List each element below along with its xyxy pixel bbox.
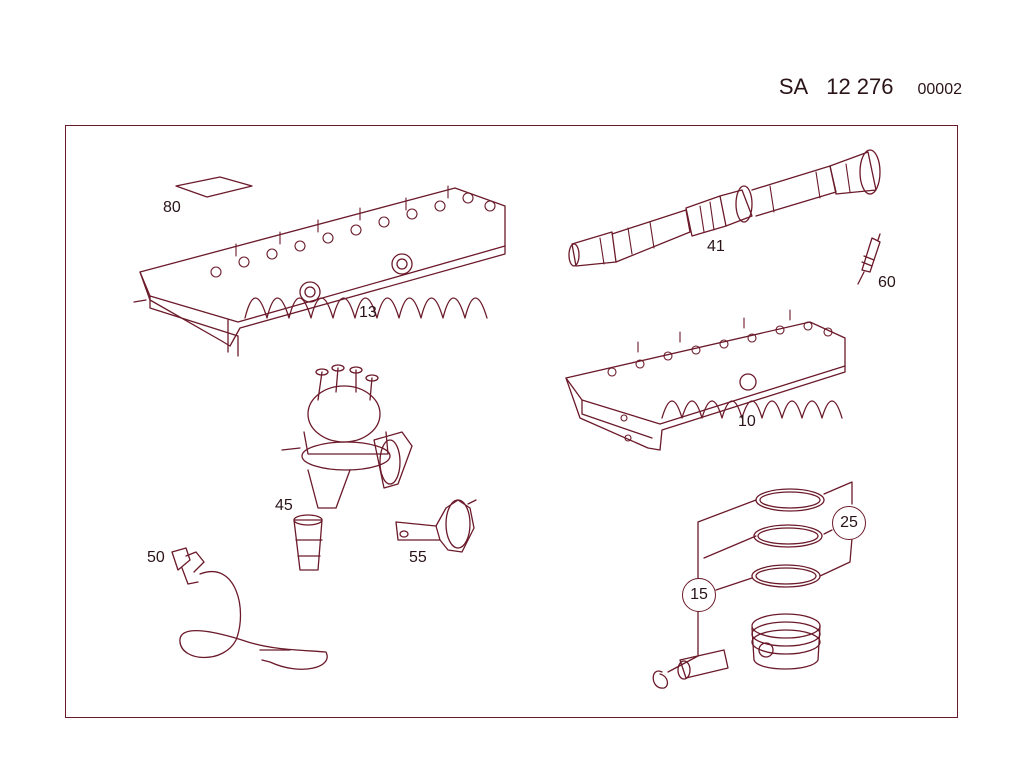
piston-group-drawing [652, 481, 853, 689]
label-part-45: 45 [275, 497, 293, 514]
label-part-10: 10 [738, 413, 756, 430]
sheet-number: 12 276 [826, 74, 894, 99]
part-41-camshaft-drawing [568, 149, 881, 267]
diagram-frame [65, 125, 958, 718]
sheet-prefix: SA [778, 74, 809, 99]
part-60-spark-plug-drawing [857, 233, 881, 285]
callout-part-15: 15 [682, 578, 716, 612]
label-part-80: 80 [163, 199, 181, 216]
label-part-55: 55 [409, 549, 427, 566]
drawing-header: SA 12 276 00002 [779, 74, 962, 100]
part-55-vacuum-unit-drawing [395, 499, 477, 553]
label-part-50: 50 [147, 549, 165, 566]
callout-15-text: 15 [690, 586, 708, 603]
part-80-gasket-drawing [175, 176, 253, 198]
part-10-cylinder-head-drawing [565, 309, 846, 451]
callout-25-text: 25 [840, 514, 858, 531]
part-45-distributor-drawing [281, 364, 413, 571]
part-50-sensor-cable-drawing [171, 547, 328, 670]
label-part-60: 60 [878, 274, 896, 291]
label-part-13: 13 [359, 304, 377, 321]
callout-part-25: 25 [832, 506, 866, 540]
label-part-41: 41 [707, 238, 725, 255]
part-13-cylinder-head-drawing [133, 185, 506, 357]
sheet-code: 00002 [917, 81, 963, 98]
